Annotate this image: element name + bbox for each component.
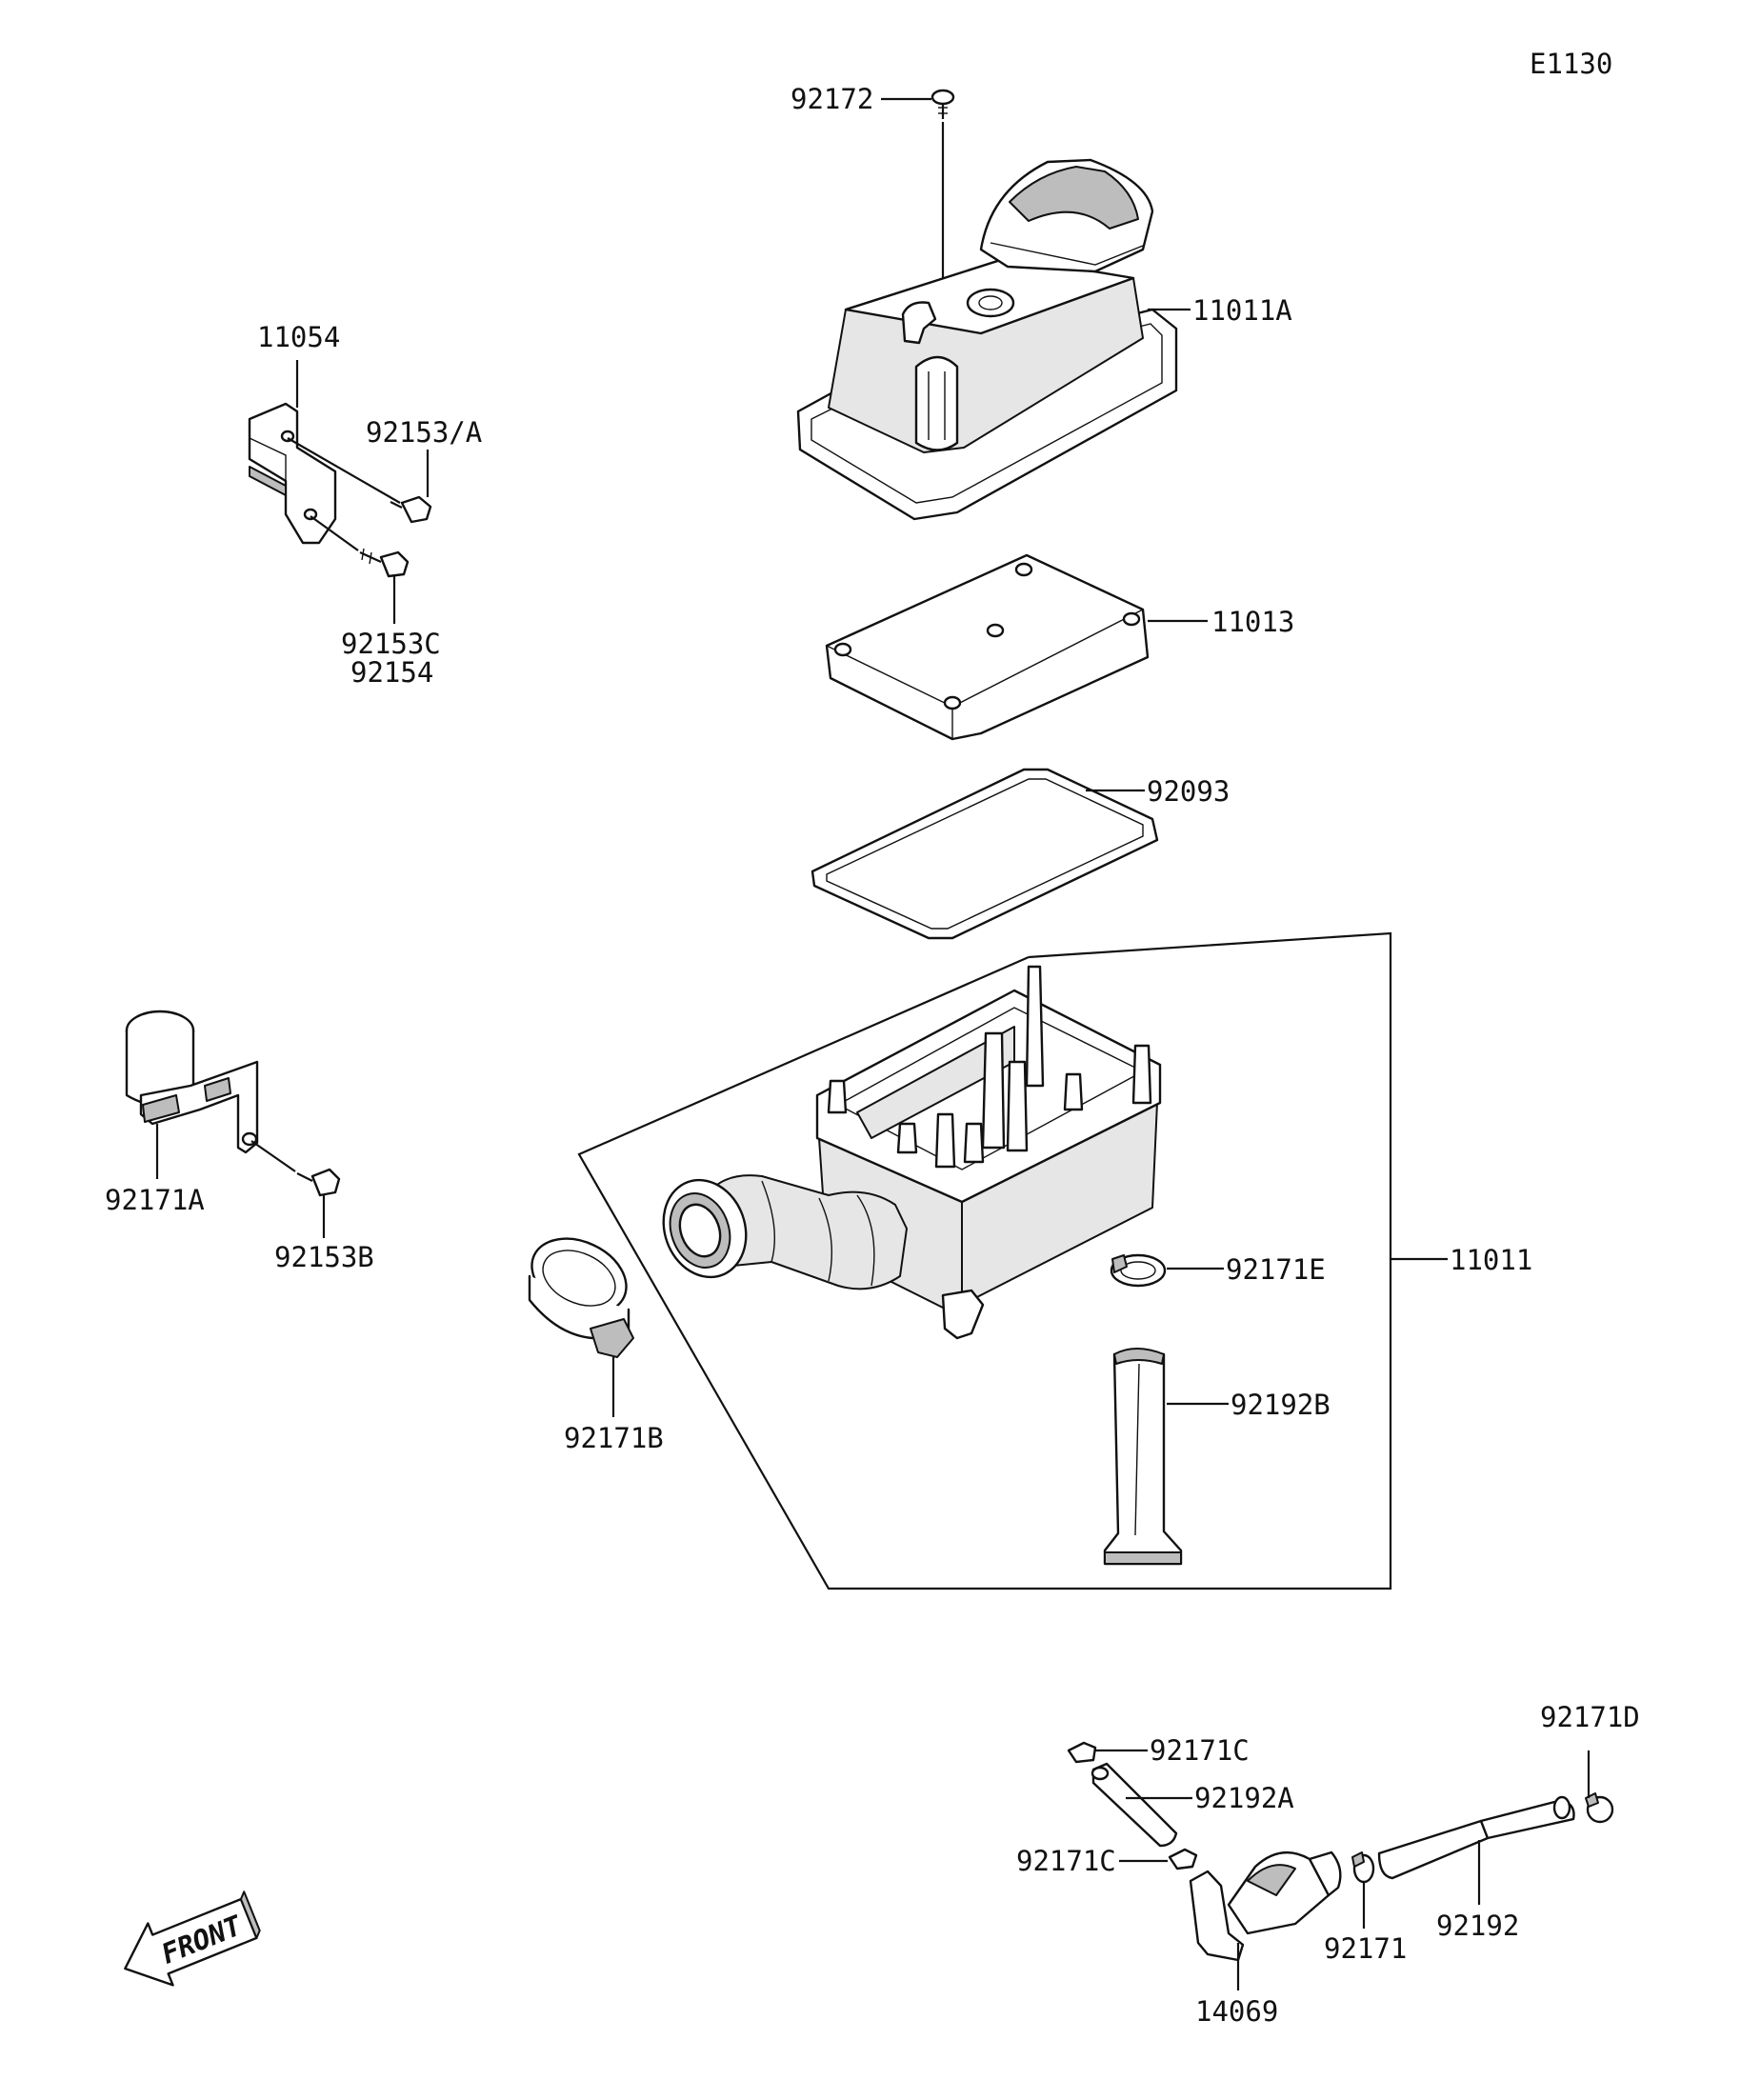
part-92171C-clip-bottom[interactable]: [1168, 1848, 1198, 1870]
part-92171A-holder[interactable]: [125, 1010, 259, 1154]
label-92171D[interactable]: 92171D: [1540, 1701, 1640, 1733]
label-92192[interactable]: 92192: [1436, 1910, 1519, 1942]
leader-92153B-axis: [250, 1140, 296, 1172]
part-92171C-clip-top[interactable]: [1067, 1741, 1097, 1764]
part-92153A-bolt[interactable]: [390, 495, 432, 524]
part-92171E-clamp[interactable]: [1110, 1253, 1167, 1288]
label-11011[interactable]: 11011: [1450, 1244, 1532, 1276]
label-92171[interactable]: 92171: [1324, 1932, 1407, 1965]
label-14069[interactable]: 14069: [1195, 1995, 1278, 2028]
front-direction-arrow: FRONT: [124, 1890, 261, 1987]
part-92192A-hose[interactable]: [1091, 1762, 1178, 1848]
label-92093[interactable]: 92093: [1147, 775, 1230, 808]
label-92171C-bottom[interactable]: 92171C: [1016, 1845, 1116, 1877]
label-11011A[interactable]: 11011A: [1192, 294, 1292, 327]
leader-92153A-axis: [287, 437, 401, 504]
label-92154[interactable]: 92154: [350, 656, 433, 689]
assembly-outline-11011: [577, 931, 1392, 1590]
leader-92153C-axis: [310, 515, 359, 551]
part-11013-filter-element[interactable]: [825, 553, 1150, 741]
label-92192B[interactable]: 92192B: [1231, 1389, 1331, 1421]
label-92171B[interactable]: 92171B: [564, 1422, 664, 1454]
part-92172-screw[interactable]: [931, 89, 955, 119]
part-92171-clip[interactable]: [1351, 1851, 1375, 1884]
part-92171B-clamp[interactable]: [520, 1224, 639, 1358]
label-92171A[interactable]: 92171A: [105, 1184, 205, 1216]
part-92192B-drain-tube[interactable]: [1103, 1348, 1183, 1566]
diagram-code: E1130: [1530, 48, 1612, 80]
label-11054[interactable]: 11054: [257, 321, 340, 353]
label-92171E[interactable]: 92171E: [1226, 1253, 1326, 1286]
label-92153A[interactable]: 92153/A: [366, 416, 482, 449]
part-92171D-clip[interactable]: [1585, 1792, 1614, 1824]
label-92192A[interactable]: 92192A: [1194, 1782, 1294, 1814]
label-92172[interactable]: 92172: [790, 83, 873, 115]
label-11013[interactable]: 11013: [1211, 606, 1294, 638]
label-92171C-top[interactable]: 92171C: [1150, 1734, 1250, 1767]
part-92153C-bolt[interactable]: [359, 548, 410, 578]
part-11054-bracket[interactable]: [248, 402, 337, 545]
part-92093-gasket[interactable]: [810, 768, 1159, 940]
part-92153B-bolt[interactable]: [296, 1168, 341, 1197]
label-92153C[interactable]: 92153C: [341, 628, 441, 660]
part-14069-breather[interactable]: [1189, 1850, 1342, 1962]
part-92192-hose[interactable]: [1377, 1795, 1575, 1880]
label-92153B[interactable]: 92153B: [274, 1241, 374, 1273]
part-11011A-cover[interactable]: [796, 158, 1178, 521]
part-11011-case[interactable]: [650, 965, 1162, 1340]
